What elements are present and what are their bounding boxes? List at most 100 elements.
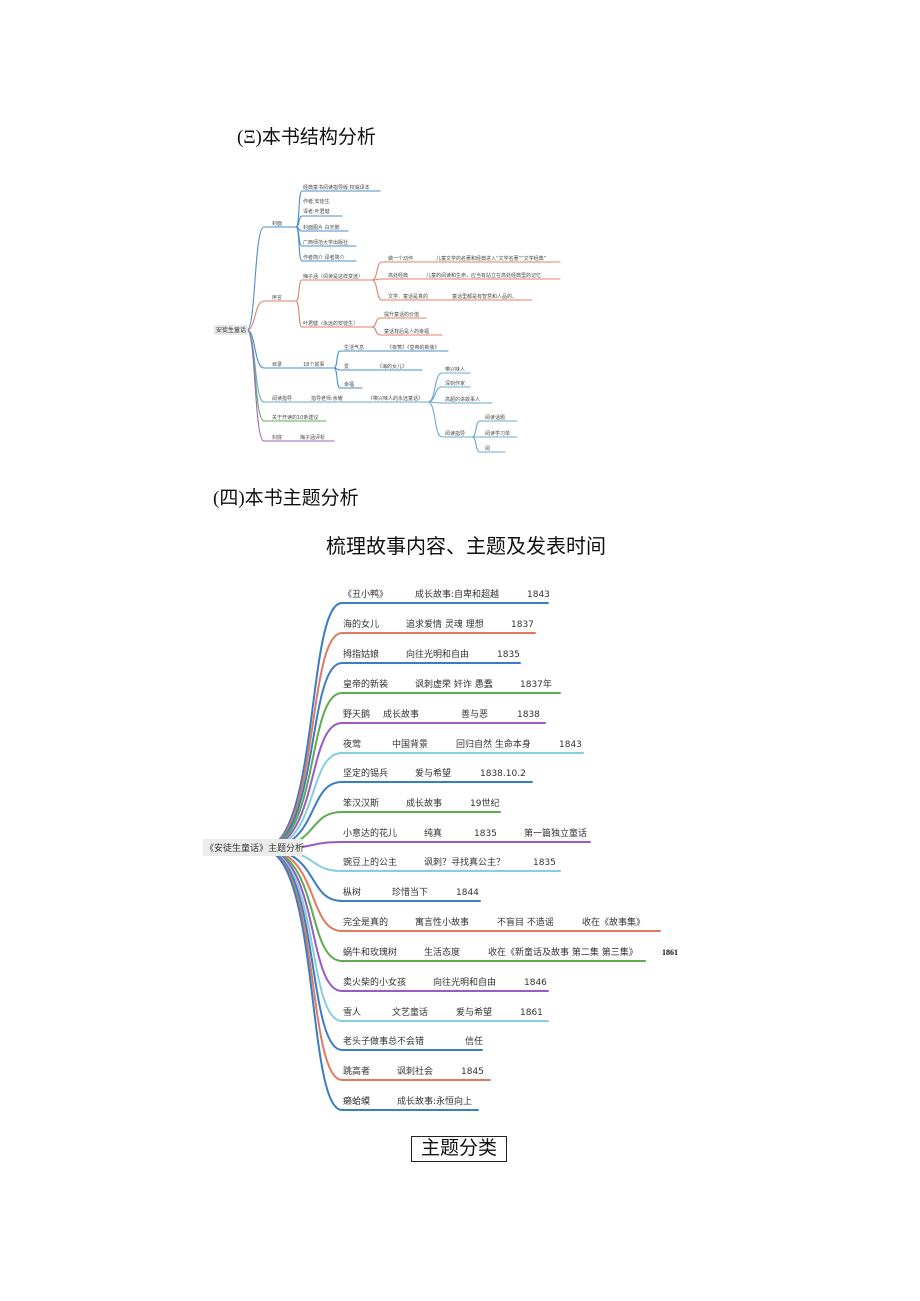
- contents-group-text: 《海的女儿》: [377, 363, 407, 370]
- branch-line: [295, 226, 357, 262]
- structure-mind-map: 封面 经典童书阅读指导版 权威译本 作者:安徒生 译者:叶君健 封面图片 白天鹅…: [214, 184, 561, 453]
- story-title: 豌豆上的公主: [343, 856, 397, 868]
- theme-note: 1837年: [520, 678, 552, 690]
- preface-point-text: 儿童文学的名著和经典进入“文学名著”“文学经典”: [436, 255, 547, 262]
- preface-point-key: 高处经典: [388, 272, 408, 279]
- branch-line: [371, 326, 443, 336]
- cover-item: 广西师范大学出版社: [303, 239, 348, 246]
- theme-note: 回归自然 生命本身: [456, 738, 531, 750]
- branch-line: [246, 329, 335, 442]
- branch-line: [333, 367, 363, 389]
- branch-line: [295, 300, 373, 328]
- guide-teacher: 指导老师:余耀: [311, 395, 343, 402]
- theme-note: 成长故事: [383, 708, 419, 720]
- guide-point: 带兴味人: [445, 366, 465, 373]
- theme-row: 癞蛤蟆 成长故事:永恒向上: [261, 848, 479, 1111]
- theme-note: 第一篇独立童话: [524, 827, 587, 839]
- contents-stories: 18个故事: [303, 361, 324, 368]
- cover-item: 作者:安徒生: [303, 198, 330, 205]
- contents-group-key: 生活气息: [344, 344, 364, 351]
- preface-point-key: 文学、童话是真的: [388, 293, 428, 300]
- story-title: 拇指姑娘: [343, 648, 379, 660]
- theme-note: 纯真: [424, 827, 442, 839]
- theme-root-box: [203, 839, 302, 856]
- node-contents: 目录: [272, 361, 282, 368]
- theme-note: 成长故事: [406, 797, 442, 809]
- theme-note: 1838.10.2: [480, 769, 526, 779]
- theme-note: 善与恶: [461, 708, 488, 720]
- story-title: 癞蛤蟆: [343, 1095, 370, 1107]
- branch-line: [261, 662, 521, 850]
- theme-row: 笨汉汉斯 成长故事 19世纪: [261, 797, 501, 850]
- story-title: 夜莺: [343, 738, 361, 750]
- branch-line: [246, 226, 297, 331]
- branch-line: [295, 279, 373, 302]
- branch-line: [295, 190, 381, 228]
- branch-line: [371, 261, 561, 281]
- branch-line: [333, 350, 449, 369]
- contents-group-key: 幸福: [344, 381, 354, 388]
- story-title: 卖火柴的小女孩: [343, 976, 406, 988]
- story-title: 海的女儿: [343, 618, 379, 630]
- contents-group-key: 爱: [344, 363, 349, 370]
- section-heading-theme: (四)本书主题分析: [213, 488, 359, 509]
- theme-note: 1843: [559, 740, 582, 750]
- node-advice: 关于开读的10条建议: [272, 414, 318, 421]
- theme-row: 小意达的花儿 纯真 1835 第一篇独立童话: [261, 827, 591, 850]
- theme-category-box: 主题分类: [411, 1136, 507, 1162]
- section-heading-structure: (Ξ)本书结构分析: [237, 127, 376, 148]
- story-title: 笨汉汉斯: [343, 797, 379, 809]
- preface-mei: 梅子涵（阅读是这样变迷）: [303, 273, 363, 280]
- branch-line: [261, 602, 549, 850]
- guide-point: 高超的讲故事人: [445, 396, 480, 403]
- theme-note: 成长故事:自卑和超越: [415, 588, 499, 600]
- theme-note: 向往光明和自由: [433, 976, 496, 988]
- branch-line: [261, 848, 561, 872]
- cover-item: 经典童书阅读指导版 权威译本: [303, 184, 370, 191]
- story-title: 雪人: [343, 1007, 361, 1018]
- cover-item: 译者:叶君健: [303, 208, 330, 215]
- story-title: 坚定的锡兵: [343, 767, 388, 779]
- story-title: 完全是真的: [343, 916, 388, 928]
- contents-group-text: 《夜莺》《皇帝的新装》: [387, 344, 440, 351]
- theme-note: 1838: [517, 710, 540, 720]
- theme-note: 1837: [511, 620, 534, 630]
- theme-note: 19世纪: [470, 797, 499, 809]
- branch-line: [371, 317, 427, 328]
- branch-line: [261, 841, 591, 850]
- story-title: 皇帝的新装: [343, 678, 388, 690]
- story-title: 野天鹅: [343, 708, 370, 720]
- branch-line: [471, 436, 506, 453]
- story-title: 小意达的花儿: [343, 827, 397, 839]
- theme-note: 成长故事:永恒向上: [397, 1095, 472, 1107]
- theme-note: 寓言性小故事: [415, 916, 469, 928]
- theme-note: 珍惜当下: [392, 886, 428, 898]
- theme-note: 1861: [520, 1008, 543, 1018]
- theme-note: 向往光明和自由: [406, 648, 469, 660]
- node-guide: 阅读指导: [272, 395, 292, 402]
- theme-note: 1835: [474, 829, 497, 839]
- structure-root-box: [214, 325, 248, 335]
- preface-ye-point: 提升童话的价值: [384, 311, 419, 318]
- branch-line: [427, 401, 473, 438]
- preface-ye-point: 童话背后是人的幸福: [384, 328, 429, 335]
- guide-sub-item: 阅: [485, 445, 490, 452]
- theme-note: 爱与希望: [415, 767, 451, 779]
- theme-root: 《安徒生童话》主题分析: [205, 842, 304, 854]
- preface-point-text: 童话里都是有智慧和人品的。: [452, 293, 517, 300]
- structure-root: 安徒生童话: [216, 326, 246, 334]
- branch-line: [371, 279, 533, 301]
- guide-point: 深刻作家: [445, 380, 465, 387]
- theme-note: 收在《故事集》: [582, 916, 645, 928]
- preface-ye: 叶君健（永远的安徒生）: [303, 320, 358, 327]
- branch-line: [246, 300, 297, 331]
- cover-item: 作者简介 译者简介: [303, 254, 345, 261]
- story-title: 老头子做事总不会错: [343, 1035, 424, 1047]
- branch-line: [246, 329, 327, 422]
- theme-note: 收在《新童话及故事 第二集 第三集》: [488, 946, 638, 958]
- theme-note: 1843: [527, 590, 550, 600]
